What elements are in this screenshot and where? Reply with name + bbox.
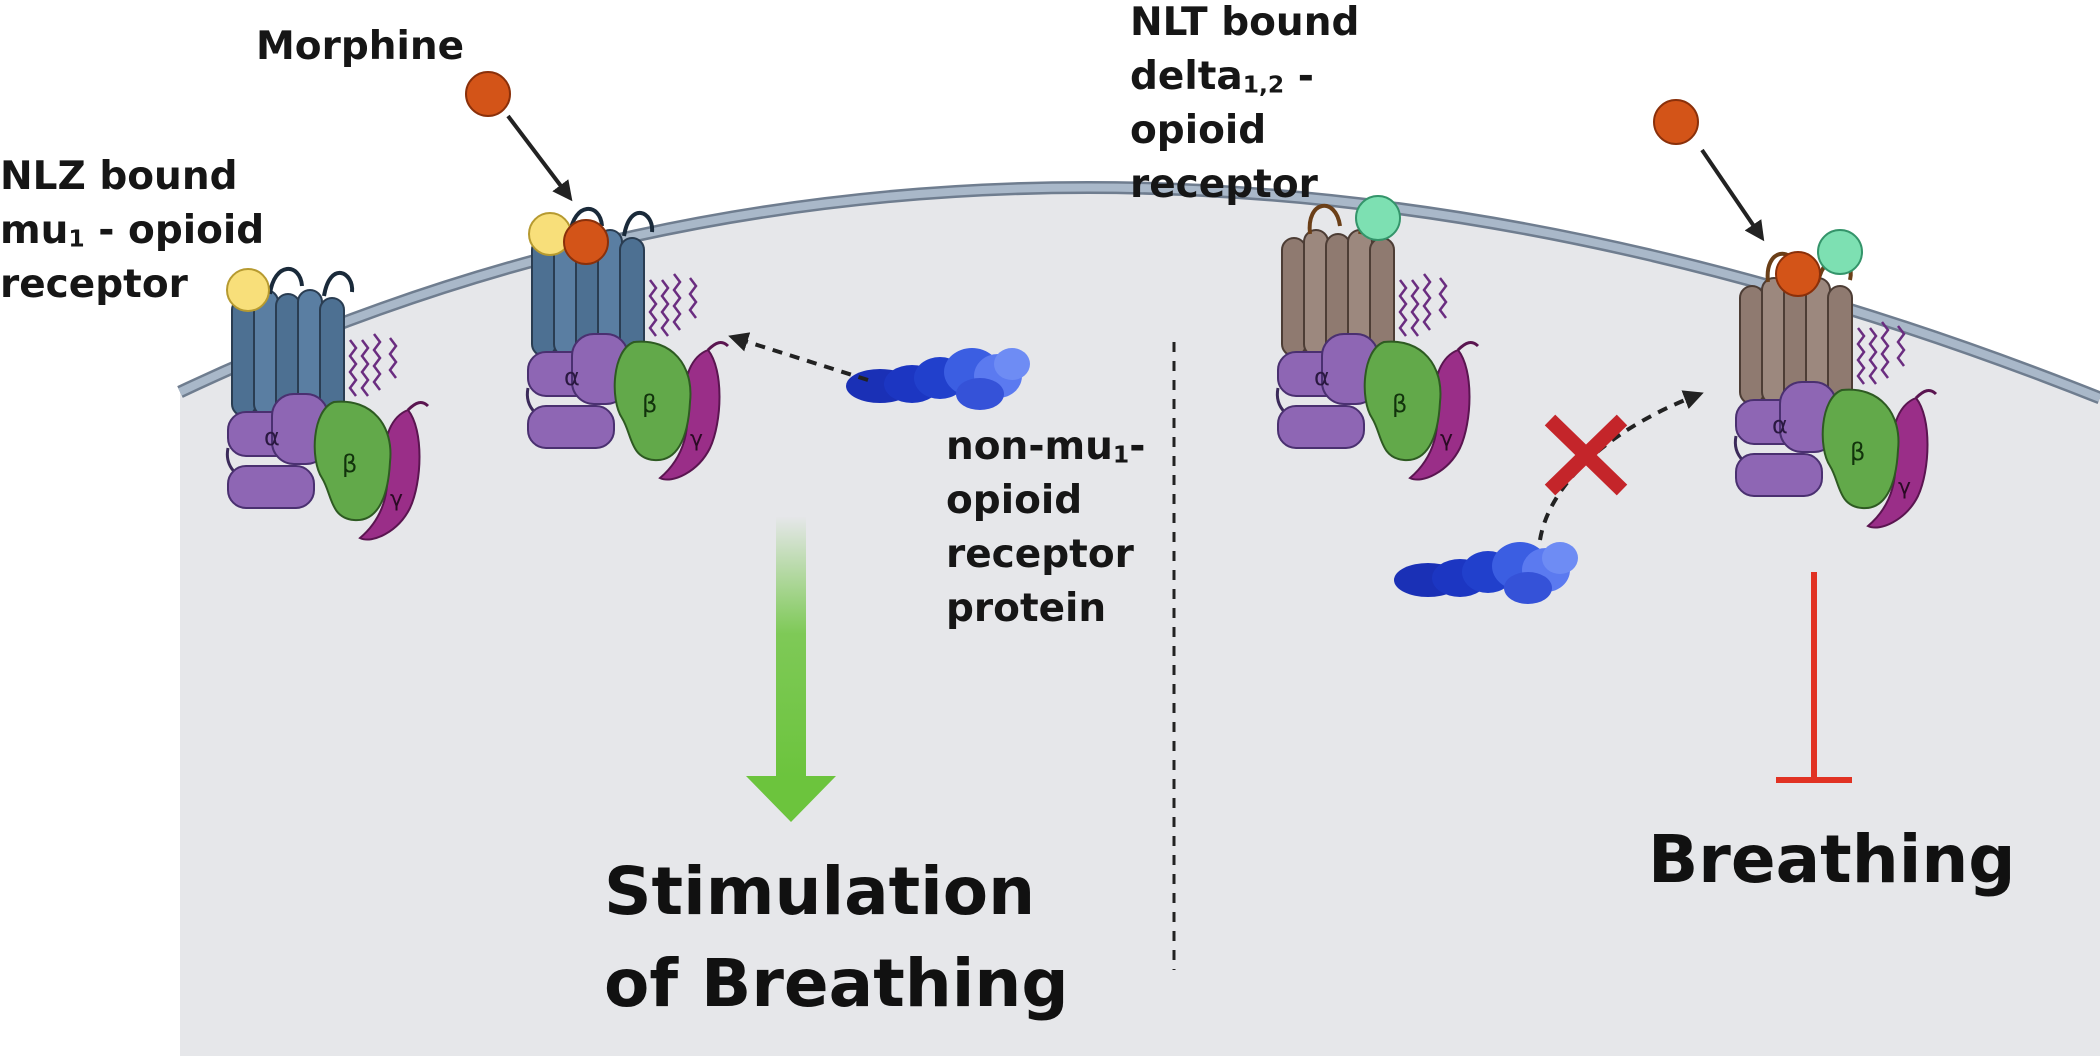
label-stimulation-of-breathing: Stimulation of Breathing: [604, 853, 1069, 1022]
morphine-molecule: [1653, 99, 1699, 145]
nlt-ligand: [1817, 229, 1863, 275]
morphine-ligand: [563, 219, 609, 265]
delta-receptor-morphine: [1733, 229, 1938, 530]
label-nlt-receptor: NLT bound delta1,2 - opioid receptor: [1130, 0, 1360, 207]
stimulation-arrow: [746, 516, 836, 822]
label-morphine: Morphine: [256, 24, 465, 69]
label-non-mu-protein: non-mu1- opioid receptor protein: [946, 424, 1146, 631]
protein-to-receptor-arrow: [728, 332, 869, 382]
nlt-ligand: [1355, 195, 1401, 241]
nlz-ligand: [226, 268, 270, 312]
morphine-arrow: [506, 114, 573, 202]
label-nlz-receptor: NLZ bound mu1 - opioid receptor: [0, 154, 265, 307]
morphine-ligand: [1775, 251, 1821, 297]
inhibition-symbol: [1776, 572, 1852, 783]
delta-receptor-nlt: [1275, 195, 1480, 482]
morphine-molecule: [465, 71, 511, 117]
block-x: [1544, 414, 1628, 496]
mu-receptor-nlz: [225, 266, 430, 542]
morphine-arrow: [1700, 148, 1765, 242]
mu-receptor-morphine: [525, 206, 730, 482]
label-breathing: Breathing: [1648, 821, 2016, 898]
